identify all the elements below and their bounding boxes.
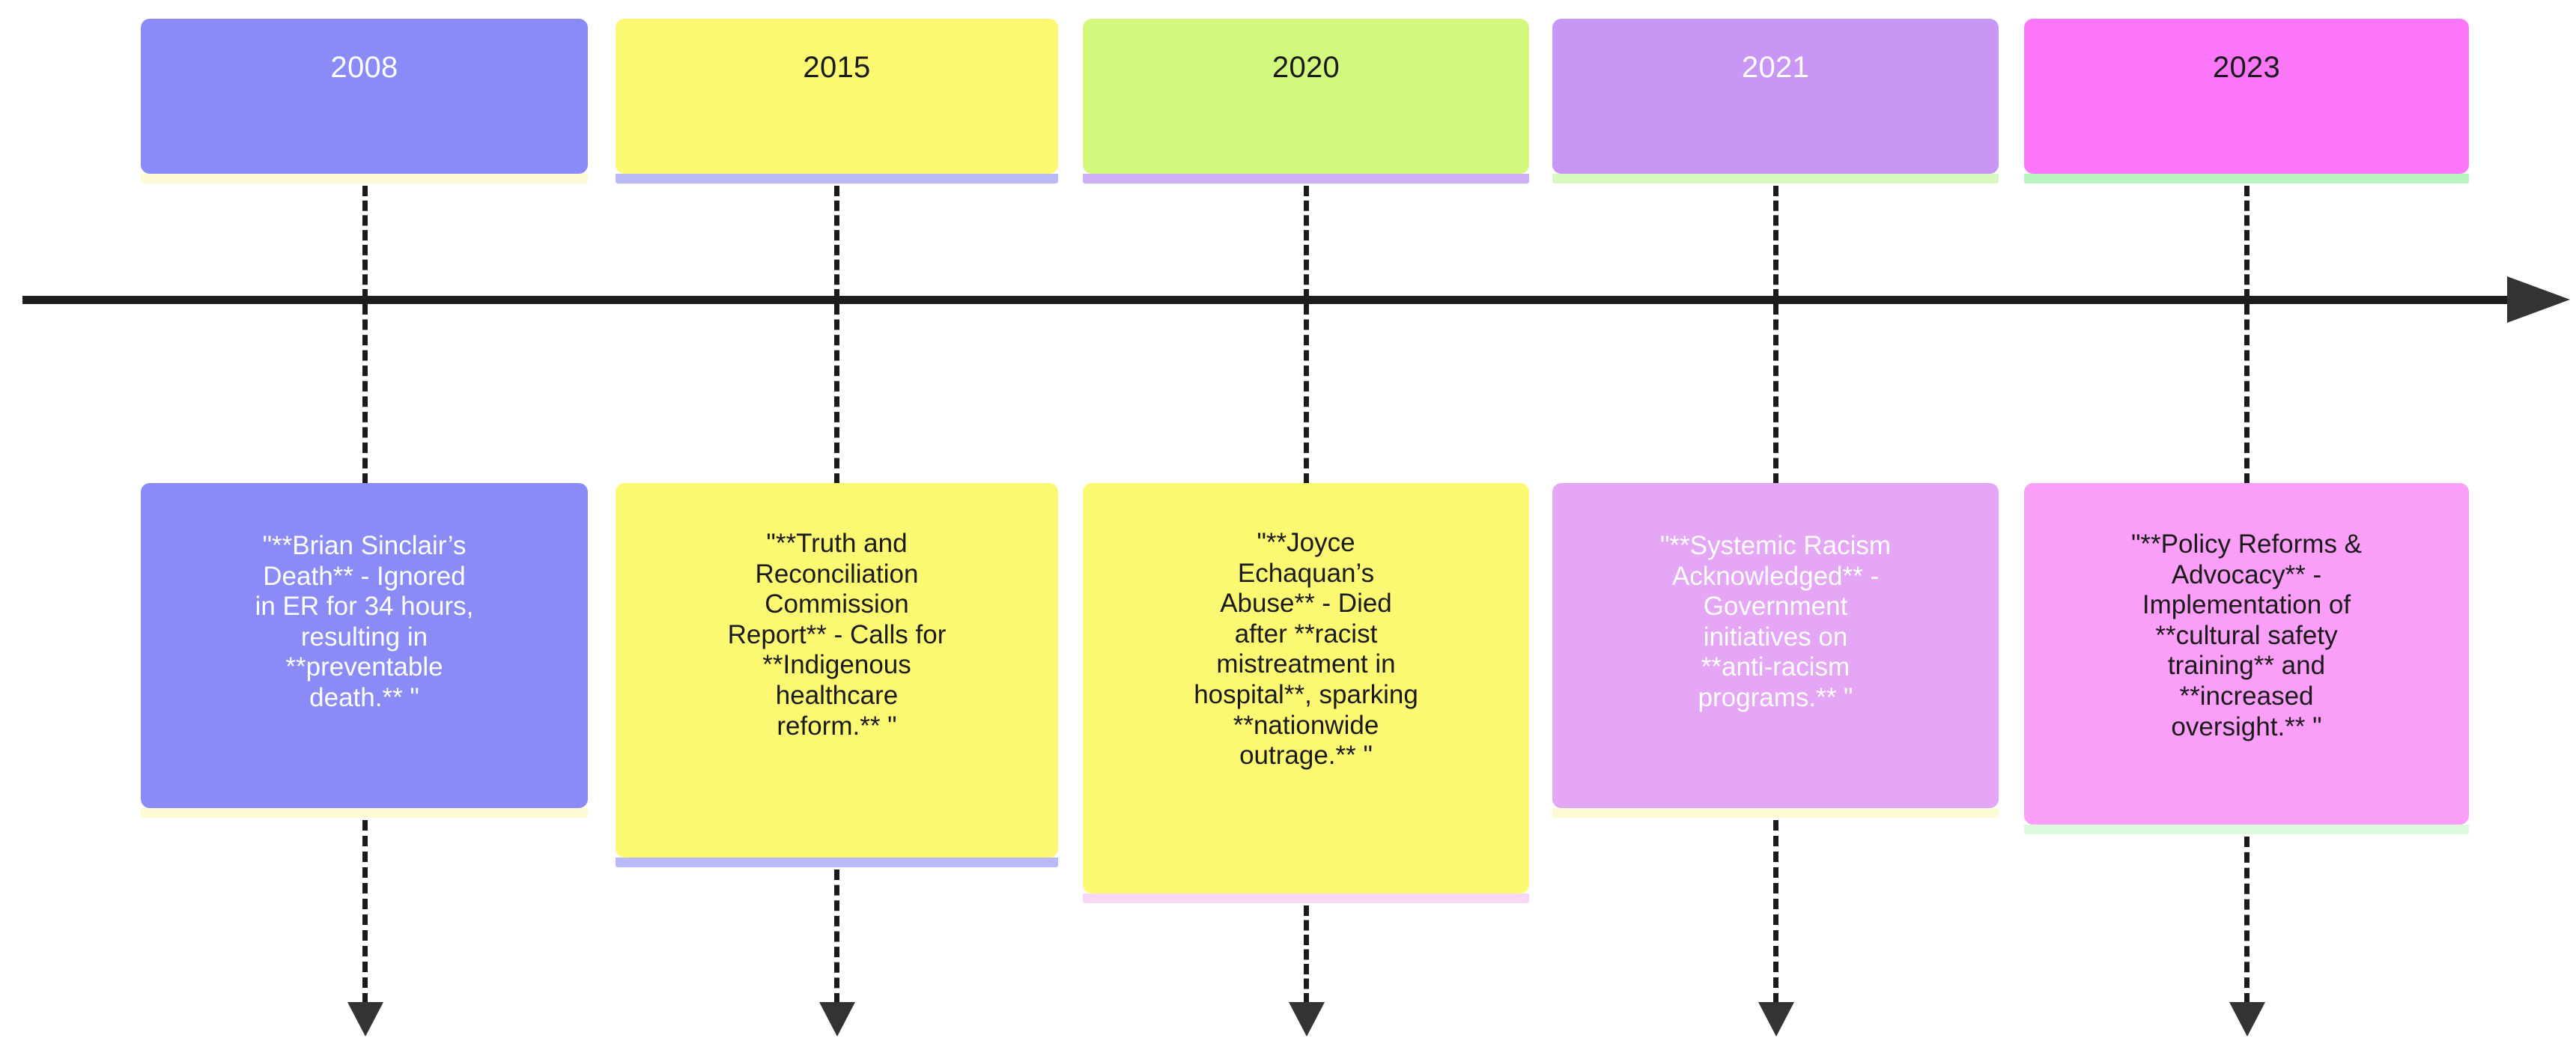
year-chip-underline bbox=[1083, 174, 1529, 183]
year-chip-underline bbox=[1552, 174, 1999, 183]
event-card-underline bbox=[2024, 825, 2469, 834]
event-card-text: "**Systemic Racism Acknowledged** - Gove… bbox=[1659, 531, 1892, 712]
year-chip-underline bbox=[141, 174, 588, 183]
timeline-axis-line bbox=[22, 296, 2509, 304]
event-card-2015[interactable]: "**Truth and Reconciliation Commission R… bbox=[616, 483, 1058, 867]
event-card-text: "**Joyce Echaquan’s Abuse** - Died after… bbox=[1194, 528, 1418, 771]
event-card-text: "**Truth and Reconciliation Commission R… bbox=[727, 529, 947, 741]
event-card-2023[interactable]: "**Policy Reforms & Advocacy** - Impleme… bbox=[2024, 483, 2469, 834]
event-card-underline bbox=[1083, 893, 1529, 903]
connector-card-2021-down bbox=[1773, 820, 1778, 1004]
year-chip-2015[interactable]: 2015 bbox=[616, 19, 1058, 183]
connector-2015-to-axis bbox=[834, 186, 839, 300]
connector-2021-to-axis bbox=[1773, 186, 1778, 300]
year-chip-2023[interactable]: 2023 bbox=[2024, 19, 2469, 183]
connector-axis-to-card-2023 bbox=[2244, 304, 2250, 484]
connector-card-2020-down bbox=[1304, 905, 1309, 1004]
event-card-underline bbox=[1552, 808, 1999, 818]
connector-2008-to-axis bbox=[362, 186, 368, 300]
event-card-underline bbox=[141, 808, 588, 818]
event-card-underline bbox=[616, 858, 1058, 867]
year-label: 2020 bbox=[1272, 50, 1340, 84]
connector-axis-to-card-2021 bbox=[1773, 304, 1778, 484]
connector-axis-to-card-2015 bbox=[834, 304, 839, 484]
year-chip-2008[interactable]: 2008 bbox=[141, 19, 588, 183]
event-card-2008[interactable]: "**Brian Sinclair’s Death** - Ignored in… bbox=[141, 483, 588, 818]
connector-2023-to-axis bbox=[2244, 186, 2250, 300]
down-arrowhead-2020 bbox=[1289, 1002, 1325, 1037]
connector-card-2015-down bbox=[834, 870, 839, 1004]
connector-card-2023-down bbox=[2244, 837, 2250, 1004]
down-arrowhead-2008 bbox=[347, 1002, 383, 1037]
down-arrowhead-2015 bbox=[819, 1002, 855, 1037]
year-label: 2023 bbox=[2212, 50, 2281, 84]
down-arrowhead-2021 bbox=[1758, 1002, 1794, 1037]
year-label: 2015 bbox=[803, 50, 871, 84]
event-card-text: "**Policy Reforms & Advocacy** - Impleme… bbox=[2130, 529, 2363, 741]
year-chip-2021[interactable]: 2021 bbox=[1552, 19, 1999, 183]
year-chip-underline bbox=[2024, 174, 2469, 183]
event-card-2020[interactable]: "**Joyce Echaquan’s Abuse** - Died after… bbox=[1083, 483, 1529, 903]
year-label: 2021 bbox=[1741, 50, 1810, 84]
year-chip-underline bbox=[616, 174, 1058, 183]
year-label: 2008 bbox=[330, 50, 398, 84]
year-chip-2020[interactable]: 2020 bbox=[1083, 19, 1529, 183]
connector-card-2008-down bbox=[362, 820, 368, 1004]
down-arrowhead-2023 bbox=[2229, 1002, 2265, 1037]
connector-axis-to-card-2008 bbox=[362, 304, 368, 484]
connector-2020-to-axis bbox=[1304, 186, 1309, 300]
connector-axis-to-card-2020 bbox=[1304, 304, 1309, 484]
event-card-text: "**Brian Sinclair’s Death** - Ignored in… bbox=[255, 531, 474, 712]
event-card-2021[interactable]: "**Systemic Racism Acknowledged** - Gove… bbox=[1552, 483, 1999, 818]
timeline-axis-arrowhead bbox=[2507, 276, 2570, 323]
